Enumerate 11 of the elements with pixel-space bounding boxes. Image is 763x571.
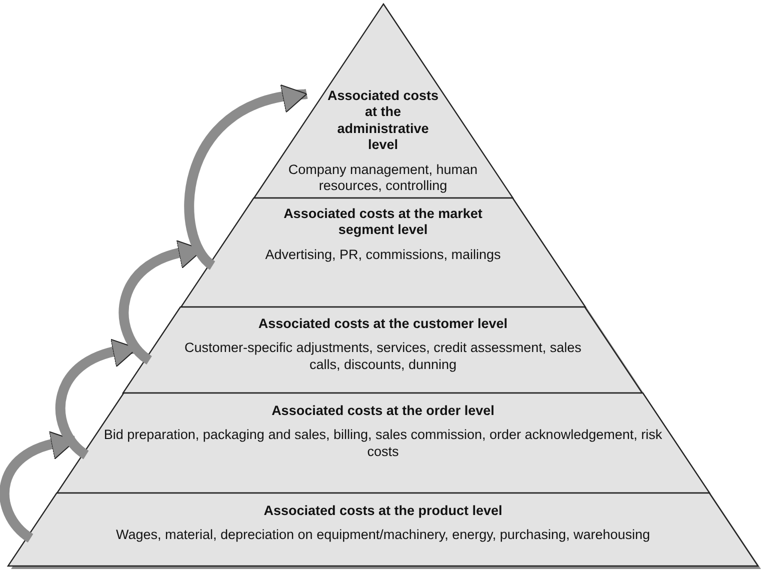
level-heading: Associated costs at the product level bbox=[264, 503, 502, 520]
curved-arrow bbox=[184, 84, 310, 270]
level-heading: Associated costs at the customer level bbox=[258, 316, 508, 332]
level-heading: Associated costs at the market segment level bbox=[282, 206, 484, 239]
level-description: Advertising, PR, commissions, mailings bbox=[265, 246, 501, 264]
level-description: Company management, human resources, controlling bbox=[287, 162, 479, 195]
level-description: Customer-specific adjustments, services, credit assessment, sales calls, discounts, dunning bbox=[184, 340, 582, 374]
level-description: Bid preparation, packaging and sales, billing, sales commission, order acknowledgement, risk costs bbox=[102, 427, 663, 460]
level-heading: Associated costs at the order level bbox=[272, 403, 494, 420]
level-description: Wages, material, depreciation on equipment/machinery, energy, purchasing, warehousing bbox=[116, 527, 650, 544]
level-heading: Associated costs at the administrative level bbox=[326, 88, 440, 154]
